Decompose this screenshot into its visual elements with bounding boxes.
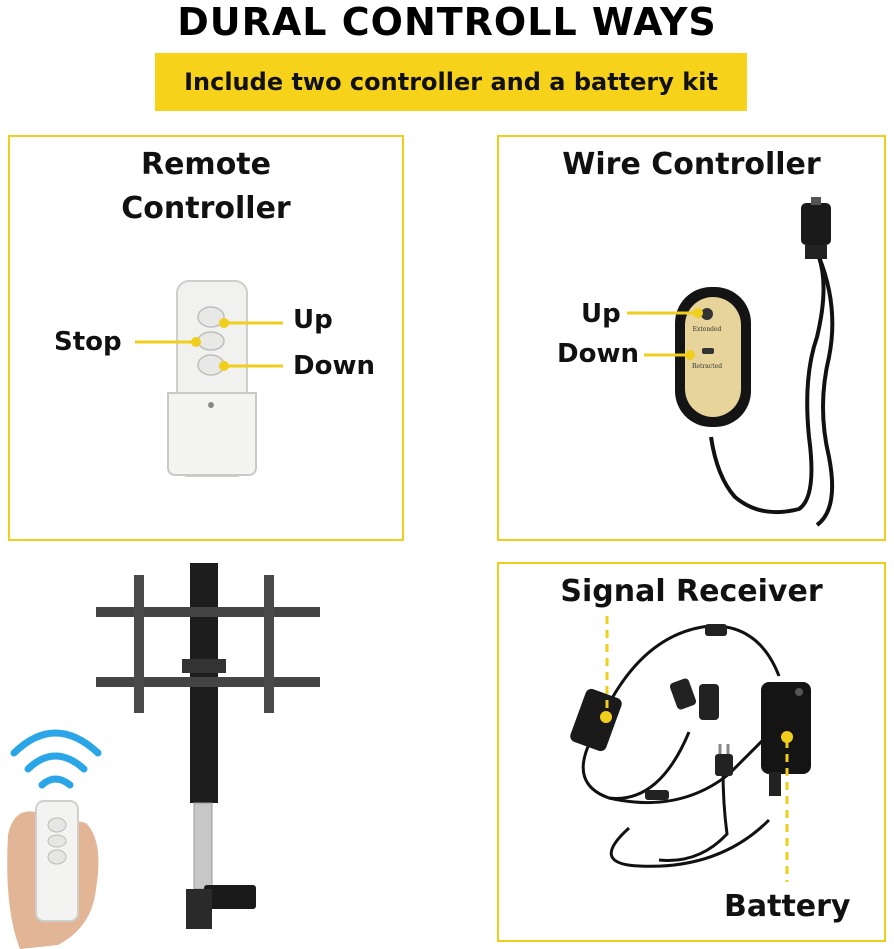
remote-stop-label: Stop — [54, 327, 122, 357]
wire-down-label: Down — [557, 339, 639, 369]
signal-receiver-image — [570, 616, 811, 882]
battery-label: Battery — [724, 889, 851, 924]
wire-controller-title: Wire Controller — [562, 147, 821, 182]
svg-text:Retracted: Retracted — [692, 363, 722, 370]
tv-lift-image — [7, 563, 320, 949]
remote-controller-panel: Remote Controller Stop Up Down — [8, 135, 404, 541]
wire-controller-image: Extended Retracted — [627, 197, 835, 527]
remote-down-label: Down — [293, 351, 375, 381]
remote-controller-title-line2: Controller — [121, 191, 291, 226]
wire-controller-panel: Wire Controller Extended Retracted Up Do… — [497, 135, 886, 541]
signal-receiver-title: Signal Receiver — [560, 574, 823, 609]
remote-controller-title-line1: Remote — [140, 147, 271, 182]
page-title: DURAL CONTROLL WAYS — [177, 0, 717, 44]
wire-up-label: Up — [581, 299, 621, 329]
remote-controller-image — [135, 280, 283, 477]
svg-text:Extended: Extended — [693, 326, 722, 333]
remote-up-label: Up — [293, 305, 333, 335]
signal-receiver-panel: Signal Receiver Battery — [497, 562, 886, 942]
subtitle-banner: Include two controller and a battery kit — [155, 53, 747, 111]
